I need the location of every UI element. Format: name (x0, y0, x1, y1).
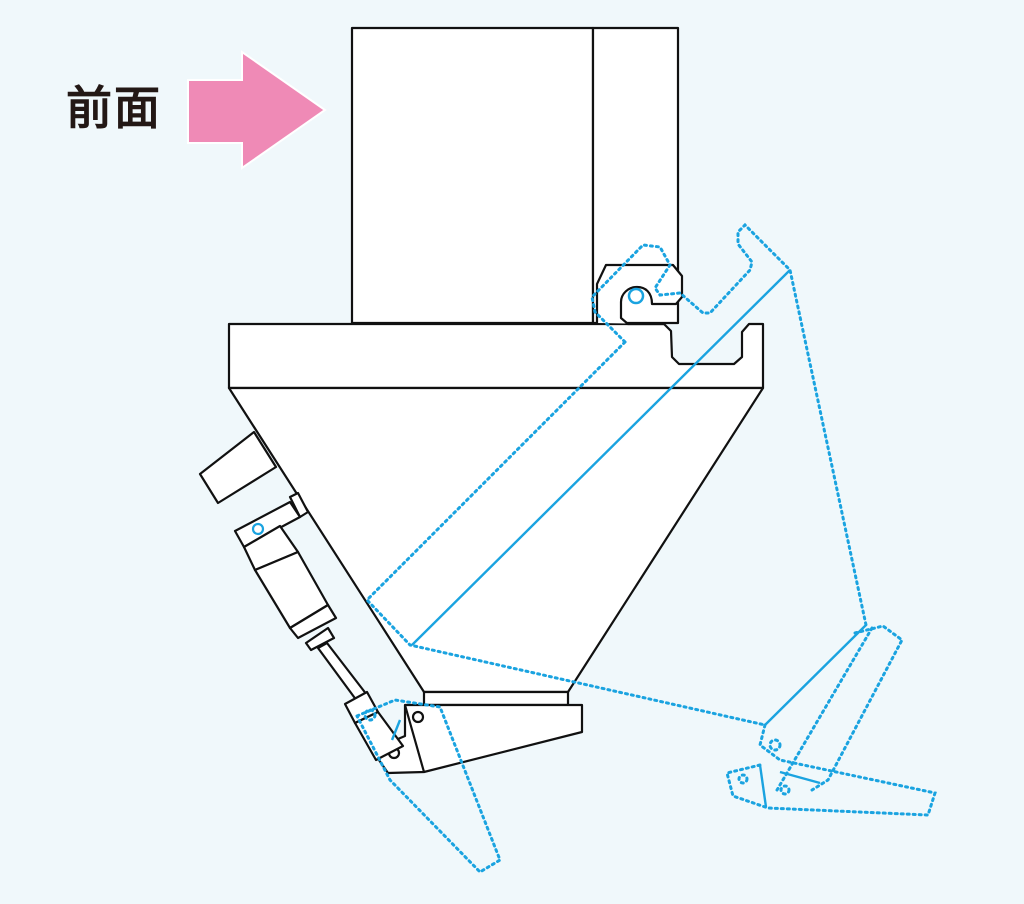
upper-box (350, 26, 595, 325)
platform (227, 322, 765, 390)
piston-rod (316, 641, 369, 703)
right-arrow-icon (187, 50, 327, 170)
front-label: 前面 (66, 81, 162, 135)
bottom-gate (370, 703, 584, 775)
open-position-outline (355, 222, 937, 874)
sensor-block (198, 430, 278, 505)
pivot-point (627, 287, 645, 305)
hopper-outlet (422, 690, 570, 707)
